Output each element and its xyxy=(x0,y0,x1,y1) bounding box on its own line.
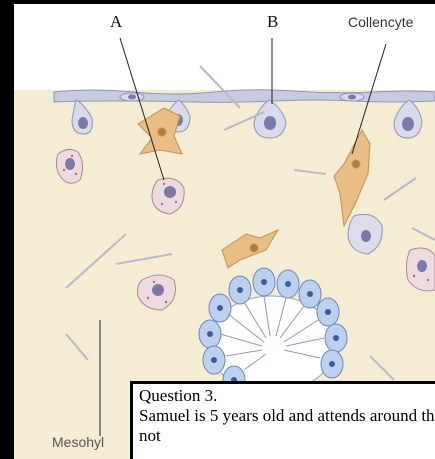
question-box: Question 3. Samuel is 5 years old and at… xyxy=(130,381,435,459)
label-a: A xyxy=(110,12,122,32)
label-b: B xyxy=(267,12,278,32)
label-collencyte: Collencyte xyxy=(348,14,413,30)
pinacoderm-layer xyxy=(54,90,435,103)
question-body: Samuel is 5 years old and attends around… xyxy=(139,406,435,446)
question-title: Question 3. xyxy=(139,386,217,406)
left-border xyxy=(0,0,14,459)
label-mesohyl: Mesohyl xyxy=(52,434,104,450)
